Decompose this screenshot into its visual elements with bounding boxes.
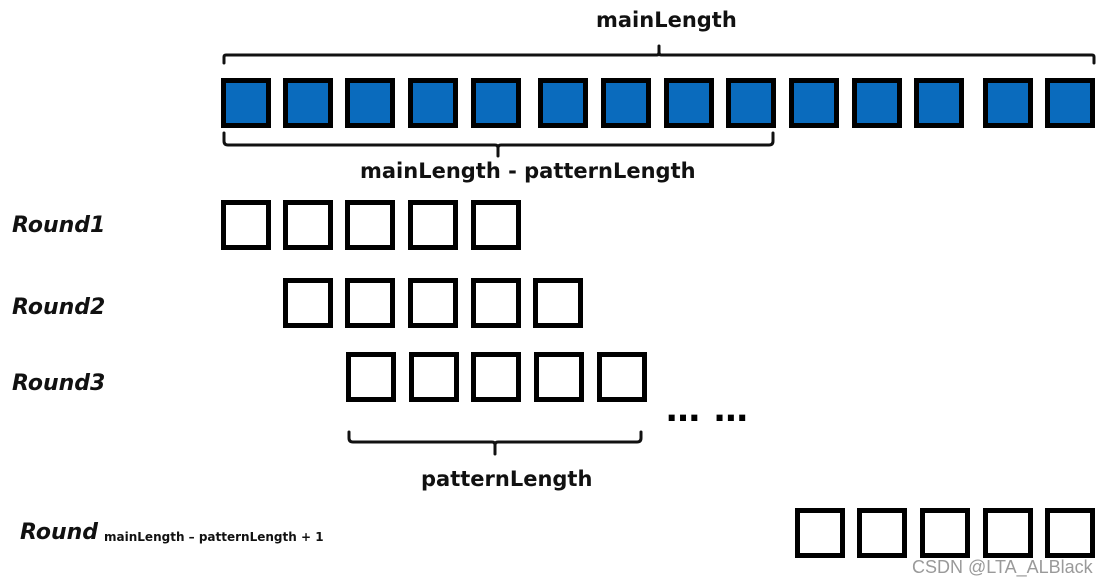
watermark: CSDN @LTA_ALBlack — [912, 557, 1093, 577]
main-array-cell — [852, 78, 902, 128]
pattern-cell — [471, 200, 521, 250]
pattern-length-brace — [347, 430, 643, 456]
pattern-cell — [345, 200, 395, 250]
pattern-cell — [283, 200, 333, 250]
pattern-cell — [345, 278, 395, 328]
round1-label: Round1 — [12, 213, 106, 238]
round2-label: Round2 — [12, 295, 106, 320]
main-array-cell — [664, 78, 714, 128]
pattern-cell — [408, 200, 458, 250]
main-minus-pattern-label: mainLength - patternLength — [360, 159, 696, 183]
main-array-cell — [471, 78, 521, 128]
ellipsis: … … — [666, 390, 749, 430]
main-array-cell — [726, 78, 776, 128]
main-array-cell — [345, 78, 395, 128]
main-length-label: mainLength — [596, 8, 737, 32]
pattern-cell — [920, 508, 970, 558]
round3-label: Round3 — [12, 371, 106, 396]
pattern-cell — [533, 278, 583, 328]
pattern-cell — [283, 278, 333, 328]
pattern-cell — [983, 508, 1033, 558]
main-array-cell — [283, 78, 333, 128]
pattern-cell — [409, 352, 459, 402]
pattern-length-label: patternLength — [421, 467, 593, 491]
pattern-cell — [1045, 508, 1095, 558]
main-array-cell — [914, 78, 964, 128]
main-array-cell — [983, 78, 1033, 128]
pattern-cell — [408, 278, 458, 328]
main-length-brace — [222, 44, 1096, 65]
pattern-cell — [221, 200, 271, 250]
main-array-cell — [789, 78, 839, 128]
pattern-cell — [346, 352, 396, 402]
pattern-cell — [471, 352, 521, 402]
pattern-cell — [795, 508, 845, 558]
main-array-cell — [1045, 78, 1095, 128]
pattern-cell — [597, 352, 647, 402]
last-round-label: Round mainLength – patternLength + 1 — [20, 522, 324, 544]
main-array-cell — [408, 78, 458, 128]
last-round-word: Round — [20, 520, 99, 545]
main-array-cell — [221, 78, 271, 128]
main-array-cell — [601, 78, 651, 128]
pattern-cell — [471, 278, 521, 328]
main-array-cell — [538, 78, 588, 128]
main-minus-pattern-brace — [222, 131, 775, 158]
pattern-cell — [534, 352, 584, 402]
last-round-subscript: mainLength – patternLength + 1 — [104, 530, 324, 544]
pattern-cell — [857, 508, 907, 558]
